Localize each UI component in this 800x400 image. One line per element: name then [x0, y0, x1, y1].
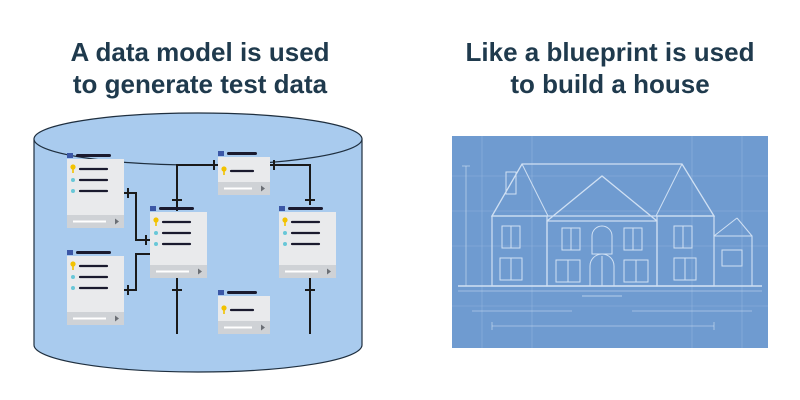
model-table-icon — [279, 206, 336, 278]
field-dot-icon — [71, 178, 75, 182]
field-dot-icon — [283, 242, 287, 246]
table-header-square — [218, 151, 224, 156]
play-arrow-icon — [198, 268, 202, 275]
play-arrow-icon — [327, 268, 331, 275]
table-header-bar — [227, 291, 257, 294]
play-arrow-icon — [115, 218, 119, 225]
primary-key-icon — [221, 305, 227, 311]
model-table-icon — [150, 206, 207, 278]
relationship-lines — [124, 160, 315, 334]
field-dot-icon — [283, 231, 287, 235]
primary-key-icon — [153, 217, 159, 223]
table-header-square — [218, 290, 224, 295]
field-dot-icon — [154, 231, 158, 235]
table-header-square — [150, 206, 156, 211]
blueprint-heading-line-2: to build a house — [510, 69, 710, 99]
play-arrow-icon — [115, 315, 119, 322]
database-cylinder-diagram — [33, 112, 363, 373]
table-header-square — [279, 206, 285, 211]
table-header-bar — [227, 152, 257, 155]
blueprint-heading-line-1: Like a blueprint is used — [465, 37, 755, 67]
model-table-icon — [67, 250, 124, 325]
data-model-heading-line-1: A data model is used — [70, 37, 330, 67]
model-table-icon — [218, 151, 270, 195]
table-header-bar — [76, 154, 111, 157]
model-table-icon — [218, 290, 270, 334]
play-arrow-icon — [261, 185, 265, 192]
primary-key-icon — [70, 261, 76, 267]
blueprint-heading: Like a blueprint is used to build a hous… — [430, 36, 790, 100]
field-dot-icon — [154, 242, 158, 246]
table-header-bar — [76, 251, 111, 254]
primary-key-icon — [221, 166, 227, 172]
house-blueprint — [452, 136, 768, 348]
primary-key-icon — [70, 164, 76, 170]
play-arrow-icon — [261, 324, 265, 331]
field-dot-icon — [71, 275, 75, 279]
house-blueprint-icon — [452, 136, 768, 348]
model-table-icon — [67, 153, 124, 228]
primary-key-icon — [282, 217, 288, 223]
table-header-bar — [159, 207, 194, 210]
data-model-heading-line-2: to generate test data — [72, 69, 328, 99]
table-header-bar — [288, 207, 323, 210]
field-dot-icon — [71, 189, 75, 193]
data-model-heading: A data model is used to generate test da… — [20, 36, 380, 100]
field-dot-icon — [71, 286, 75, 290]
table-header-square — [67, 153, 73, 158]
table-header-square — [67, 250, 73, 255]
